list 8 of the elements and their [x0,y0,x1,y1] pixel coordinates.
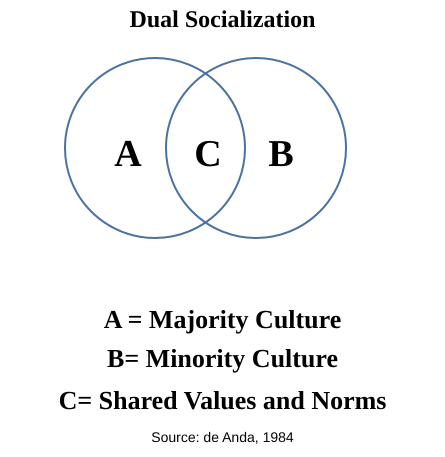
legend-text: C= Shared Values and Norms [58,388,388,414]
source-caption: Source: de Anda, 1984 [150,430,295,444]
set-letter: A [114,135,142,173]
set-letter: B [268,135,294,173]
legend-text: B= Minority Culture [106,346,339,372]
intersection-letter: C [194,135,222,173]
diagram-title: Dual Socialization [128,8,316,32]
legend-text: A = Majority Culture [102,307,342,333]
